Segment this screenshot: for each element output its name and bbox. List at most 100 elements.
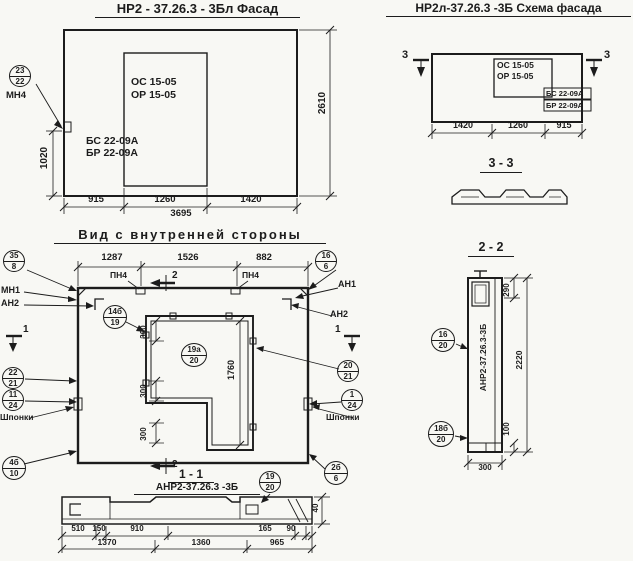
inner-pn4-left: ПН4 [110,270,127,280]
section-2-2-profile [467,270,503,453]
inner-mn1-label: МН1 [1,285,21,295]
facade-balloon-bottom: 22 [15,76,25,86]
scheme-opening-label-1: ОС 15-05 [497,60,534,70]
s22-dim-290: 290 [502,283,511,297]
facade-opening-label-1: ОС 15-05 [131,76,177,88]
balloon-top: 20 [338,361,358,372]
scheme-opening-label-2: ОР 15-05 [497,71,534,81]
balloon-top: 14б [104,307,126,318]
section-1-1-dimensions [57,492,330,554]
scheme-cut-label-left: 3 [402,49,409,61]
s11-dim-1370: 1370 [97,537,117,547]
scheme-cut-marks [413,58,602,77]
s11-dim-510: 510 [71,524,85,533]
scheme-dim-915: 915 [556,120,572,130]
scheme-panel [431,53,592,123]
inner-cut2-top-label: 2 [172,270,178,281]
facade-panel [63,29,298,197]
inner-an1-label: АН1 [338,279,357,289]
facade-dim-1260: 1260 [154,194,176,205]
balloon-bottom: 24 [347,400,357,410]
inner-balloon-16-6: 16 6 [315,250,337,272]
scheme-dim-1260: 1260 [507,120,529,130]
inner-balloon-1-24: 1 24 [341,389,363,411]
inner-balloon-14b-19: 14б 19 [103,305,127,329]
s22-dim-100: 100 [502,422,511,436]
scheme-box-label-1: БС 22-09А [546,89,584,98]
section-2-2-balloon-16-20: 16 20 [431,328,455,352]
scheme-dimensions [427,124,587,139]
section-2-2-balloon-18b-20: 18б 20 [428,421,454,447]
inner-cut-marks [6,275,360,474]
section-1-1-balloon-19-20: 19 20 [259,471,281,493]
balloon-bottom: 10 [9,468,19,478]
balloon-bottom: 21 [8,378,18,388]
s11-dim-165: 165 [258,524,272,533]
inner-keys-right-label: Шпонки [326,412,360,422]
facade-dim-left: 1020 [39,146,50,170]
scheme-box-label-2: БР 22-09А [546,101,584,110]
facade-mark-label-2: БР 22-09А [86,147,138,159]
section-2-2-dimensions [454,273,533,470]
section-1-1-title: 1 - 1 [168,467,214,484]
section-2-2-title: 2 - 2 [468,240,514,257]
s22-dim-2220: 2220 [514,350,524,370]
facade-dim-915: 915 [88,194,104,205]
balloon-top: 19а [182,345,206,356]
s22-dim-300: 300 [478,463,492,472]
scheme-dim-1420: 1420 [452,120,474,130]
s11-dim-1360: 1360 [191,537,211,547]
balloon-top: 16 [316,251,336,262]
balloon-top: 18б [429,424,453,435]
s11-dim-910: 910 [130,524,144,533]
inner-an2-left-label: АН2 [1,298,20,308]
balloon-top: 16 [432,330,454,341]
s11-dim-40: 40 [311,503,320,513]
facade-title: НР2 - 37.26.3 - 3Бл Фасад [95,1,300,19]
inner-balloon-35-8: 35 8 [3,250,25,272]
inner-panel [73,280,313,465]
balloon-top: 4б [3,458,25,469]
balloon-bottom: 20 [265,482,275,492]
inner-dim-882: 882 [256,252,272,263]
inner-dimensions [73,261,313,450]
inner-balloon-11-24: 11 24 [2,389,24,411]
inner-dim-300-b: 300 [139,384,148,398]
inner-dim-1287: 1287 [101,252,123,263]
facade-mark-label-1: БС 22-09А [86,135,139,147]
inner-cut1-left-label: 1 [23,324,29,335]
facade-dim-height: 2610 [317,91,328,115]
inner-cut1-right-label: 1 [335,324,341,335]
balloon-top: 19 [260,472,280,483]
inner-balloon-4b-10: 4б 10 [2,456,26,480]
inner-pn4-right: ПН4 [242,270,259,280]
balloon-bottom: 21 [343,371,353,381]
balloon-bottom: 24 [8,400,18,410]
balloon-top: 2б [325,463,347,474]
inner-balloon-19a-20: 19а 20 [181,343,207,367]
inner-dim-1526: 1526 [177,252,199,263]
facade-opening-label-2: ОР 15-05 [131,89,176,101]
inner-keys-left-label: Шпонки [0,412,34,422]
balloon-top: 11 [3,390,23,401]
inner-balloon-2b-6: 2б 6 [324,461,348,485]
facade-balloon: 23 22 [9,65,31,87]
balloon-bottom: 8 [11,261,17,271]
section-1-1-subtitle: АНР2-37.26.3 -3Б [134,482,260,495]
inner-cut2-bottom-label: 2 [172,459,178,470]
balloon-top: 1 [342,390,362,401]
balloon-bottom: 19 [110,317,120,327]
inner-dim-300-c: 300 [139,427,148,441]
balloon-bottom: 6 [333,473,339,483]
inner-an2-right-label: АН2 [330,309,349,319]
inner-dim-300-a: 300 [139,325,148,339]
facade-balloon-top: 23 [10,66,30,77]
section-3-3-title: 3 - 3 [480,156,522,173]
facade-dim-1420: 1420 [240,194,262,205]
facade-dimensions [35,25,337,214]
balloon-top: 35 [4,251,24,262]
inner-dim-1760: 1760 [226,359,236,381]
balloon-bottom: 20 [436,434,446,444]
